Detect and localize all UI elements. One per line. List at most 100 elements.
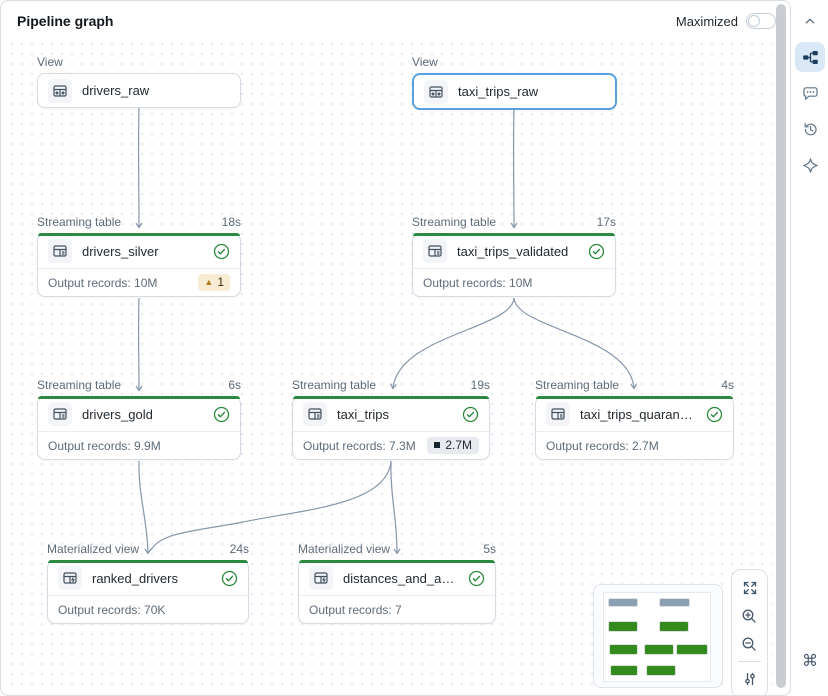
history-clock-icon bbox=[804, 122, 817, 135]
success-check-icon bbox=[221, 570, 238, 587]
edge-taxi_trips-ranked_drivers bbox=[150, 460, 392, 551]
edge-taxi_trips_validated-taxi_trips_quarantine bbox=[513, 297, 638, 390]
pipeline-graph-panel: Pipeline graph Maximized View bbox=[0, 0, 791, 696]
node-card-taxi_trips[interactable]: taxi_trips Output records: 7.3M 2.7M bbox=[292, 396, 490, 460]
streaming-table-icon bbox=[546, 402, 570, 426]
graph-settings-button[interactable] bbox=[736, 665, 764, 693]
output-records: Output records: 9.9M bbox=[48, 438, 161, 453]
minimap-bar bbox=[677, 645, 707, 654]
zoom-out-button[interactable] bbox=[736, 630, 764, 658]
output-records: Output records: 7.3M bbox=[303, 438, 416, 453]
page-title: Pipeline graph bbox=[17, 13, 114, 29]
streaming-table-icon bbox=[303, 402, 327, 426]
sidebar-item-pipeline-graph[interactable] bbox=[795, 42, 825, 72]
node-duration: 18s bbox=[221, 215, 241, 229]
zoom-in-button[interactable] bbox=[736, 602, 764, 630]
node-type-label: Materialized view bbox=[298, 542, 391, 556]
node-card-taxi_trips_quarantine[interactable]: taxi_trips_quarantine Output records: 2.… bbox=[535, 396, 734, 460]
node-drivers_raw: View drivers_raw bbox=[37, 55, 241, 108]
streaming-table-icon bbox=[48, 402, 72, 426]
sidebar-item-assistant[interactable] bbox=[795, 150, 825, 180]
minimap-bar bbox=[609, 599, 637, 606]
keyboard-shortcuts-button[interactable]: ⌘ bbox=[795, 646, 825, 676]
maximized-toggle[interactable] bbox=[746, 13, 776, 29]
node-name: taxi_trips_raw bbox=[458, 84, 539, 99]
node-type-label: Streaming table bbox=[37, 215, 122, 229]
success-check-icon bbox=[213, 243, 230, 260]
fit-to-screen-button[interactable] bbox=[736, 574, 764, 602]
output-records: Output records: 10M bbox=[48, 275, 158, 290]
node-name: taxi_trips_validated bbox=[457, 243, 569, 259]
minimap-bar bbox=[609, 622, 637, 631]
success-check-icon bbox=[588, 243, 605, 260]
node-type-label: Streaming table bbox=[292, 378, 377, 392]
output-records: Output records: 7 bbox=[309, 602, 402, 617]
success-check-icon bbox=[468, 570, 485, 587]
warning-count: 1 bbox=[217, 275, 224, 289]
edge-drivers_gold-ranked_drivers bbox=[138, 460, 152, 555]
node-duration: 17s bbox=[596, 215, 616, 229]
node-drivers_silver: Streaming table 18s drivers_silver Output… bbox=[37, 215, 241, 297]
sidebar-item-history[interactable] bbox=[795, 114, 825, 144]
minimap-bar bbox=[611, 666, 637, 675]
metric-badge[interactable]: 2.7M bbox=[427, 437, 479, 454]
node-drivers_gold: Streaming table 6s drivers_gold Output re… bbox=[37, 378, 241, 460]
minimap-bar bbox=[660, 599, 689, 606]
metric-value: 2.7M bbox=[445, 438, 472, 452]
view-table-icon bbox=[48, 78, 72, 103]
vertical-scrollbar[interactable] bbox=[776, 4, 786, 688]
output-records: Output records: 70K bbox=[58, 602, 166, 617]
node-name: drivers_raw bbox=[82, 83, 150, 98]
node-card-distances_and_amounts[interactable]: distances_and_amounts_b... Output record… bbox=[298, 560, 496, 624]
toolbar-divider bbox=[738, 661, 761, 662]
materialized-view-icon bbox=[309, 566, 333, 590]
command-icon: ⌘ bbox=[802, 653, 818, 670]
node-type-label: Streaming table bbox=[37, 378, 122, 392]
pipeline-graph-icon bbox=[802, 50, 818, 64]
node-type-label: View bbox=[37, 55, 63, 69]
warning-badge[interactable]: ▲1 bbox=[198, 274, 230, 291]
streaming-table-icon bbox=[48, 239, 72, 263]
node-duration: 6s bbox=[228, 378, 241, 392]
node-name: ranked_drivers bbox=[92, 570, 178, 586]
minimap-bar bbox=[647, 666, 675, 675]
maximized-label: Maximized bbox=[675, 13, 738, 29]
maximize-control: Maximized bbox=[676, 13, 776, 29]
node-card-taxi_trips_raw[interactable]: taxi_trips_raw bbox=[412, 73, 617, 110]
node-name: drivers_gold bbox=[82, 406, 153, 422]
node-name: distances_and_amounts_b... bbox=[343, 570, 458, 586]
minimap-bar bbox=[610, 645, 637, 654]
zoom-toolbar bbox=[731, 569, 768, 695]
edge-taxi_trips_validated-taxi_trips bbox=[389, 297, 515, 390]
metric-square-icon bbox=[434, 442, 441, 448]
comment-bubble-icon bbox=[802, 86, 818, 100]
panel-header: Pipeline graph Maximized bbox=[17, 10, 776, 32]
success-check-icon bbox=[706, 406, 723, 423]
streaming-table-icon bbox=[423, 239, 447, 263]
minimap[interactable] bbox=[593, 584, 723, 688]
node-type-label: Streaming table bbox=[412, 215, 497, 229]
toggle-knob bbox=[748, 15, 760, 27]
view-table-icon bbox=[424, 79, 448, 104]
node-card-drivers_gold[interactable]: drivers_gold Output records: 9.9M bbox=[37, 396, 241, 460]
node-duration: 4s bbox=[721, 378, 734, 392]
node-taxi_trips_validated: Streaming table 17s taxi_trips_validated … bbox=[412, 215, 616, 297]
node-card-ranked_drivers[interactable]: ranked_drivers Output records: 70K bbox=[47, 560, 249, 624]
chevron-up-icon bbox=[805, 18, 815, 24]
sparkle-icon bbox=[802, 157, 818, 173]
node-duration: 19s bbox=[470, 378, 490, 392]
node-taxi_trips_raw: View taxi_trips_raw bbox=[412, 55, 617, 110]
minimap-bar bbox=[660, 622, 688, 631]
right-sidebar: ⌘ bbox=[792, 0, 828, 696]
node-card-drivers_silver[interactable]: drivers_silver Output records: 10M ▲1 bbox=[37, 233, 241, 297]
collapse-panel-button[interactable] bbox=[795, 6, 825, 36]
sidebar-item-comments[interactable] bbox=[795, 78, 825, 108]
node-type-label: View bbox=[412, 55, 438, 69]
output-records: Output records: 10M bbox=[423, 275, 533, 290]
node-card-drivers_raw[interactable]: drivers_raw bbox=[37, 73, 241, 108]
node-card-taxi_trips_validated[interactable]: taxi_trips_validated Output records: 10M bbox=[412, 233, 616, 297]
node-duration: 24s bbox=[229, 542, 249, 556]
